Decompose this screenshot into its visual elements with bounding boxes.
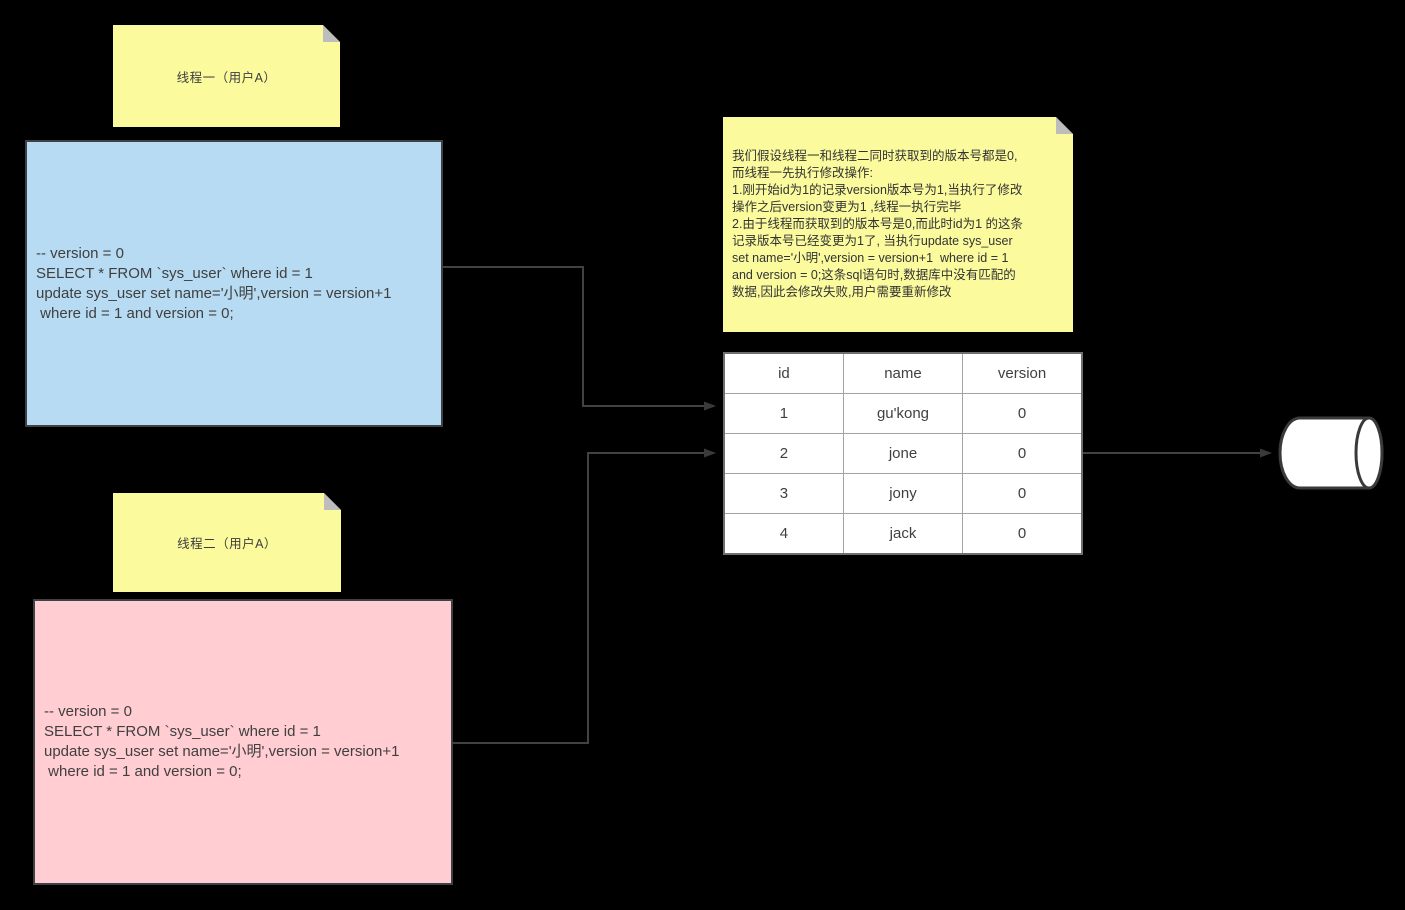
thread2-label: 线程二（用户A） bbox=[177, 537, 277, 551]
table-cell: 0 bbox=[962, 433, 1083, 474]
sticky-note-thread2: 线程二（用户A） bbox=[113, 493, 341, 592]
table-cell: 0 bbox=[962, 473, 1083, 514]
connector-thread2-to-table bbox=[452, 448, 716, 744]
thread2-sql-text: -- version = 0 SELECT * FROM `sys_user` … bbox=[44, 703, 400, 780]
table-cell: jony bbox=[842, 473, 964, 514]
note-fold-icon bbox=[1056, 117, 1073, 134]
table-cell: 3 bbox=[723, 473, 844, 514]
table-cell: 1 bbox=[723, 393, 844, 434]
thread2-sql-box: -- version = 0 SELECT * FROM `sys_user` … bbox=[33, 599, 453, 885]
thread1-label: 线程一（用户A） bbox=[176, 70, 277, 85]
note-fold-icon bbox=[324, 493, 341, 510]
explanation-text: 我们假设线程一和线程二同时获取到的版本号都是0, 而线程一先执行修改操作: 1.… bbox=[732, 149, 1024, 299]
table-cell: 0 bbox=[962, 513, 1083, 555]
table-row: 3 jony 0 bbox=[723, 473, 1083, 514]
table-header-name: name bbox=[842, 352, 964, 394]
table-row: 1 gu'kong 0 bbox=[723, 393, 1083, 434]
table-header-id: id bbox=[723, 352, 844, 394]
table-cell: jack bbox=[842, 513, 964, 555]
sys-user-table: id name version 1 gu'kong 0 2 jone 0 3 j… bbox=[723, 352, 1083, 555]
table-cell: 2 bbox=[723, 433, 844, 474]
table-row: 4 jack 0 bbox=[723, 513, 1083, 555]
table-header-version: version bbox=[962, 352, 1083, 394]
table-cell: 4 bbox=[723, 513, 844, 555]
thread1-sql-text: -- version = 0 SELECT * FROM `sys_user` … bbox=[36, 244, 392, 322]
table-cell: gu'kong bbox=[842, 393, 964, 434]
connector-thread1-to-table bbox=[443, 266, 716, 411]
sticky-note-thread1: 线程一（用户A） bbox=[113, 25, 340, 127]
note-fold-icon bbox=[323, 25, 340, 42]
table-header-row: id name version bbox=[723, 352, 1083, 394]
explanation-note: 我们假设线程一和线程二同时获取到的版本号都是0, 而线程一先执行修改操作: 1.… bbox=[723, 117, 1073, 332]
table-cell: jone bbox=[842, 433, 964, 474]
database-cylinder-icon bbox=[1278, 416, 1384, 490]
thread1-sql-box: -- version = 0 SELECT * FROM `sys_user` … bbox=[25, 140, 443, 427]
table-row: 2 jone 0 bbox=[723, 433, 1083, 474]
table-cell: 0 bbox=[962, 393, 1083, 434]
